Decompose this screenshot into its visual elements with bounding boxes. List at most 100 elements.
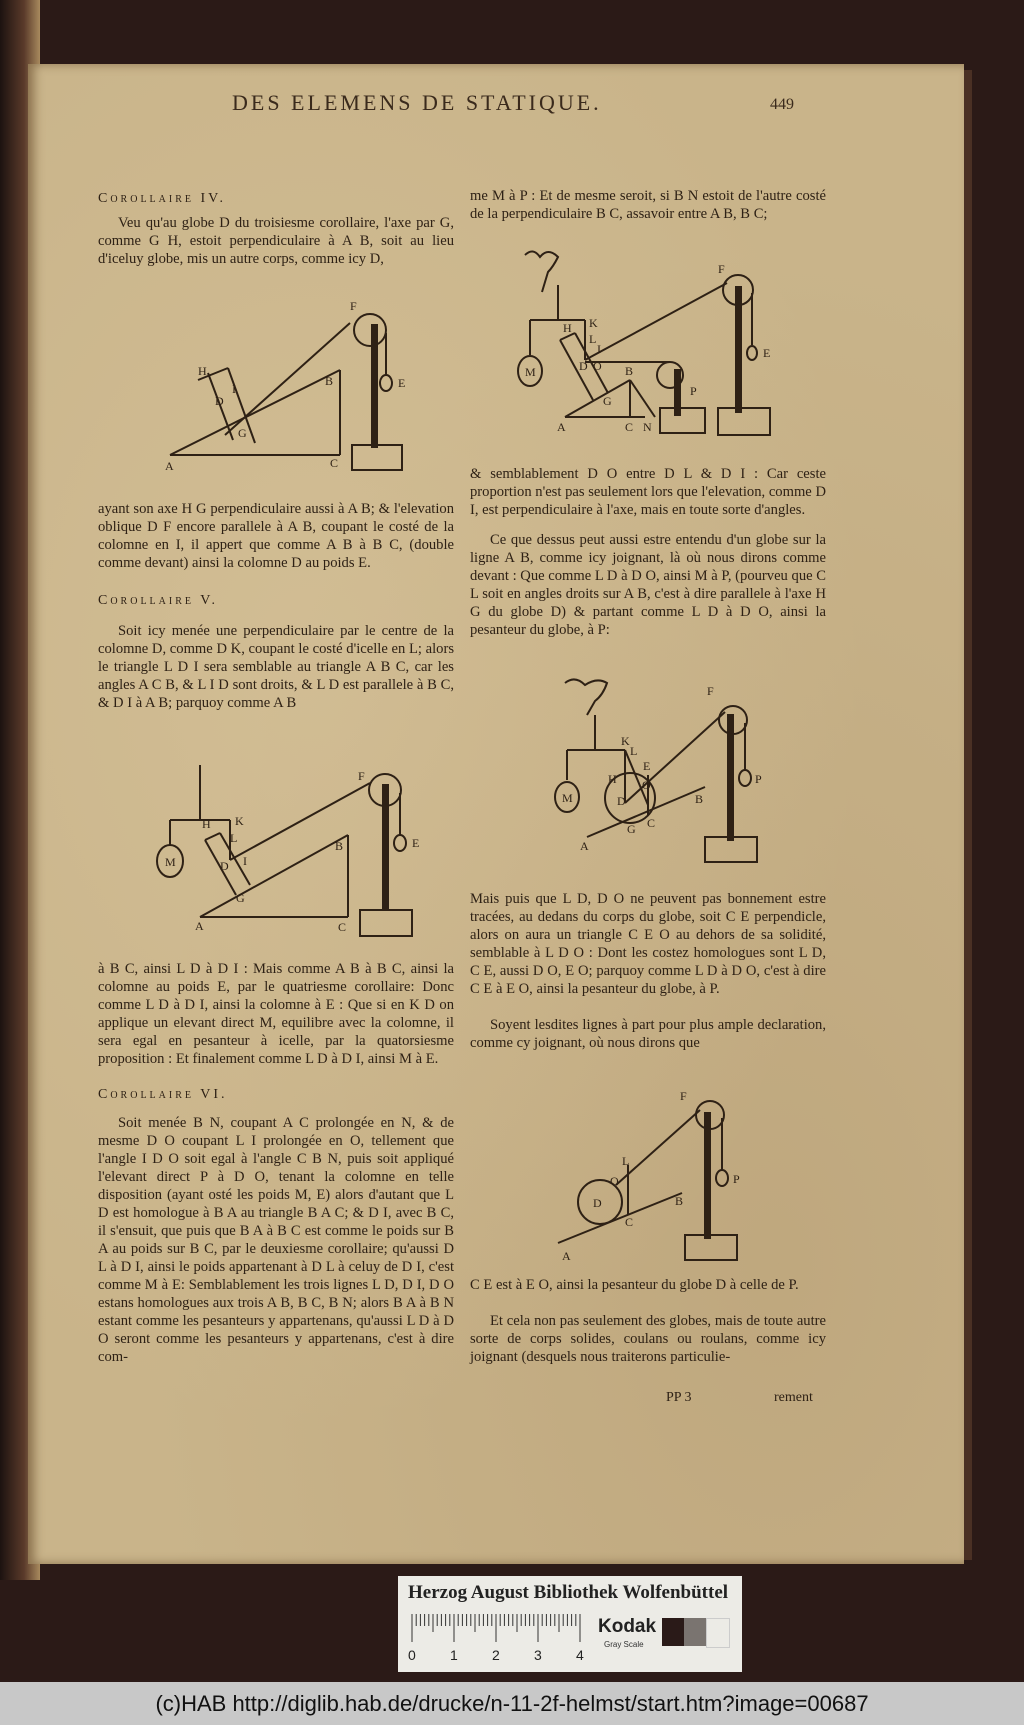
corollary-4-heading: Corollaire IV. <box>98 191 226 206</box>
fig1-label-A: A <box>165 459 174 473</box>
figure-4-globe-on-incline: K L H E O D G C A B F P M <box>545 675 775 869</box>
fig4-label-A: A <box>580 839 589 853</box>
fig1-label-B: B <box>325 374 333 388</box>
fig1-label-E: E <box>398 376 405 390</box>
gray-swatch-light <box>706 1618 730 1648</box>
fig5-label-A: A <box>562 1249 571 1263</box>
fig3-label-N: N <box>643 420 652 434</box>
running-head: DES ELEMENS DE STATIQUE. <box>232 90 602 115</box>
fig3-label-D: D <box>579 359 588 373</box>
right-para6: C E est à E O, ainsi la pesanteur du glo… <box>470 1277 799 1293</box>
fig5-label-P: P <box>733 1172 740 1186</box>
kodak-logo: Kodak <box>598 1616 657 1637</box>
right-column-mid: & semblablement D O entre D L & D I : Ca… <box>470 465 826 639</box>
fig4-label-M: M <box>562 791 573 805</box>
fig1-label-F: F <box>350 299 357 313</box>
signature-mark: PP 3 <box>666 1390 692 1405</box>
gray-swatch-mid <box>684 1618 706 1646</box>
fig5-label-C: C <box>625 1215 633 1229</box>
fig1-label-C: C <box>330 456 338 470</box>
ruler: 0 1 2 3 4 <box>408 1614 584 1663</box>
left-column-lower: à B C, ainsi L D à D I : Mais comme A B … <box>98 960 454 1366</box>
corollary-4-para2: ayant son axe H G perpendiculaire aussi … <box>98 501 454 571</box>
fig3-label-F: F <box>718 262 725 276</box>
color-scale-card: Herzog August Bibliothek Wolfenbüttel 0 1… <box>398 1576 742 1672</box>
fig3-label-A: A <box>557 420 566 434</box>
fig2-label-D: D <box>220 859 229 873</box>
right-column-lower: Mais puis que L D, D O ne peuvent pas bo… <box>470 890 826 1052</box>
fig3-label-P: P <box>690 384 697 398</box>
fig2-label-L: L <box>230 831 237 845</box>
right-column-top: me M à P : Et de mesme seroit, si B N es… <box>470 187 826 223</box>
fig4-label-L: L <box>630 744 637 758</box>
figure-5-globe-triangle: F L O D C A B P <box>550 1085 750 1269</box>
fig3-label-G: G <box>603 394 612 408</box>
right-para4: Mais puis que L D, D O ne peuvent pas bo… <box>470 891 826 997</box>
right-para3: Ce que dessus peut aussi estre entendu d… <box>470 532 826 638</box>
page-number: 449 <box>770 96 794 113</box>
fig1-label-I: I <box>232 382 236 396</box>
page-edge <box>964 70 972 1560</box>
right-para7: Et cela non pas seulement des globes, ma… <box>470 1313 826 1365</box>
fig3-label-B: B <box>625 364 633 378</box>
fig2-label-E: E <box>412 836 419 850</box>
fig4-label-C: C <box>647 816 655 830</box>
right-para5: Soyent lesdites lignes à part pour plus … <box>470 1017 826 1051</box>
ruler-label: 0 <box>408 1647 416 1663</box>
fig5-label-D: D <box>593 1196 602 1210</box>
right-column-bottom: C E est à E O, ainsi la pesanteur du glo… <box>470 1276 826 1366</box>
library-name: Herzog August Bibliothek Wolfenbüttel <box>408 1582 729 1603</box>
fig5-label-O: O <box>610 1174 619 1188</box>
fig2-label-I: I <box>243 854 247 868</box>
fig4-label-D: D <box>617 794 626 808</box>
fig1-label-G: G <box>238 426 247 440</box>
fig2-label-A: A <box>195 919 204 933</box>
figure-2-column-with-weight-M: H K L I D G A B C F E M <box>140 745 440 949</box>
fig5-label-B: B <box>675 1194 683 1208</box>
fig2-label-K: K <box>235 814 244 828</box>
book-page <box>28 64 972 1564</box>
fig3-label-O: O <box>593 359 602 373</box>
corollary-6-heading: Corollaire VI. <box>98 1087 228 1102</box>
kodak-subtitle: Gray Scale <box>604 1640 644 1649</box>
corollary-4-para1: Veu qu'au globe D du troisiesme corollai… <box>98 215 454 267</box>
ruler-label: 3 <box>534 1647 542 1663</box>
fig4-label-H: H <box>608 772 617 786</box>
fig5-label-F: F <box>680 1089 687 1103</box>
fig2-label-F: F <box>358 769 365 783</box>
catchword: rement <box>774 1390 813 1405</box>
copyright-footer: (c)HAB http://diglib.hab.de/drucke/n-11-… <box>0 1682 1024 1725</box>
fig4-label-G: G <box>627 822 636 836</box>
gray-swatch-dark <box>662 1618 684 1646</box>
fig3-label-L: L <box>589 332 596 346</box>
fig1-label-H: H <box>198 364 207 378</box>
ruler-label: 4 <box>576 1647 584 1663</box>
fig2-label-H: H <box>202 817 211 831</box>
fig2-label-B: B <box>335 839 343 853</box>
corollary-6-para1: Soit menée B N, coupant A C prolongée en… <box>98 1115 454 1365</box>
fig3-label-C: C <box>625 420 633 434</box>
figure-1-inclined-plane-column: H I D G A B C F E <box>120 295 420 479</box>
fig2-label-G: G <box>236 891 245 905</box>
fig3-label-H: H <box>563 321 572 335</box>
corollary-5-para1: Soit icy menée une perpendiculaire par l… <box>98 623 454 711</box>
fig5-label-L: L <box>622 1154 629 1168</box>
fig1-label-D: D <box>215 394 224 408</box>
ruler-label: 1 <box>450 1647 458 1663</box>
fig4-label-P: P <box>755 772 762 786</box>
fig2-label-M: M <box>165 855 176 869</box>
corollary-5-heading: Corollaire V. <box>98 593 219 608</box>
fig3-label-K: K <box>589 316 598 330</box>
left-column-top: Corollaire IV. Veu qu'au globe D du troi… <box>98 190 454 268</box>
fig3-label-E: E <box>763 346 770 360</box>
fig4-label-O: O <box>642 778 651 792</box>
ruler-label: 2 <box>492 1647 500 1663</box>
fig3-label-M: M <box>525 365 536 379</box>
right-para1: me M à P : Et de mesme seroit, si B N es… <box>470 188 826 222</box>
figure-3-column-two-pulleys: H K L I D O G A B C N F E P M <box>505 245 785 444</box>
left-column-mid: ayant son axe H G perpendiculaire aussi … <box>98 500 454 712</box>
fig2-label-C: C <box>338 920 346 934</box>
fig3-label-I: I <box>597 342 601 356</box>
fig4-label-B: B <box>695 792 703 806</box>
corollary-5-para2: à B C, ainsi L D à D I : Mais comme A B … <box>98 961 454 1067</box>
